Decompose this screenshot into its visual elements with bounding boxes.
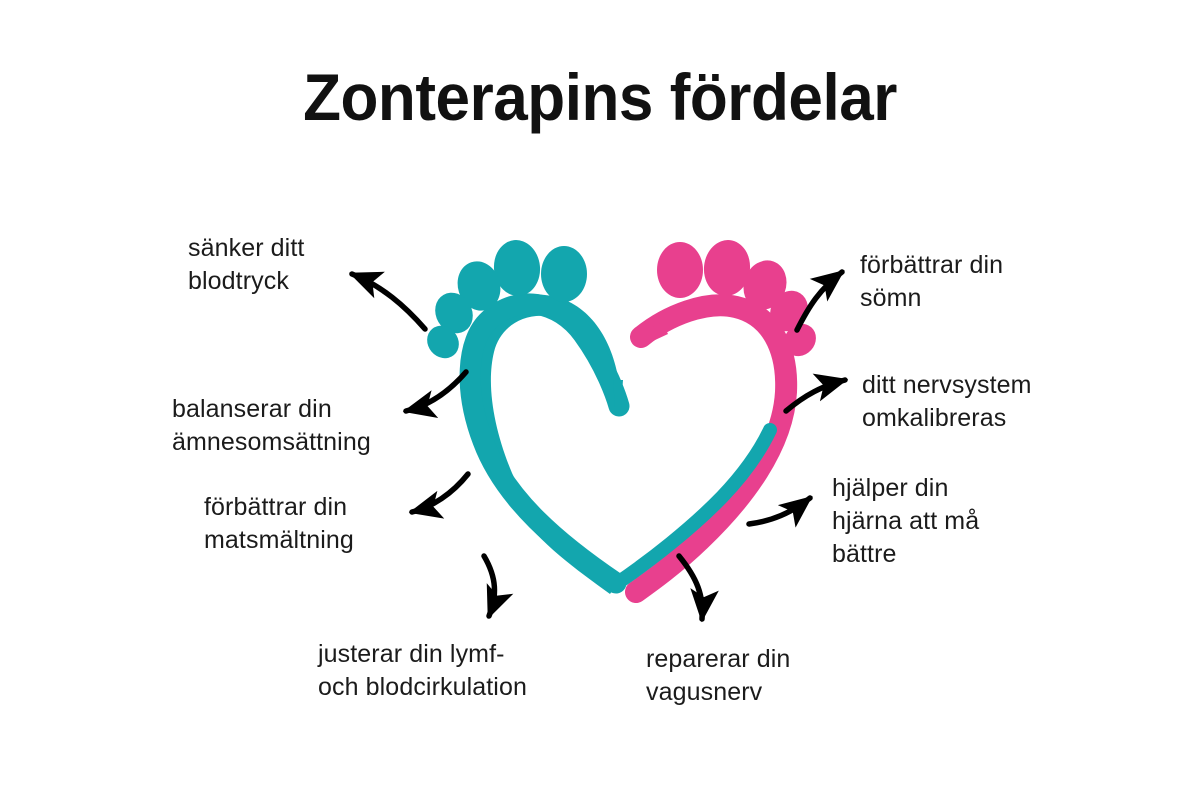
benefit-label-amnesomsattning: balanserar din ämnesomsättning: [172, 395, 371, 456]
right-toe-5: [784, 323, 816, 357]
left-foot-tip: [613, 380, 623, 407]
right-toe-1: [657, 242, 703, 298]
arrow-hjarna: [746, 495, 813, 528]
page-title: Zonterapins fördelar: [303, 60, 897, 134]
right-toe-4: [770, 290, 808, 332]
benefit-label-vagusnerv: reparerar din vagusnerv: [646, 645, 791, 706]
left-toe-3: [457, 261, 501, 311]
right-toe-2: [703, 240, 751, 296]
arrow-amnesomsattning: [402, 369, 469, 419]
benefit-label-nervsystem: ditt nervsystem omkalibreras: [862, 371, 1032, 432]
arrow-matsmaltning: [408, 471, 471, 519]
right-foot-pink: [625, 240, 816, 603]
benefit-label-matsmaltning: förbättrar din matsmältning: [204, 493, 354, 554]
right-foot-outline: [625, 294, 798, 603]
arrow-lymf: [481, 553, 514, 620]
benefit-label-lymf: justerar din lymf- och blodcirkulation: [318, 640, 527, 701]
arrow-blodtryck: [348, 271, 428, 332]
benefit-label-hjarna: hjälper din hjärna att må bättre: [832, 474, 980, 568]
left-foot-teal: [427, 240, 630, 594]
left-toe-4: [435, 292, 473, 334]
left-foot-arch: [468, 294, 621, 594]
left-toe-1: [541, 246, 587, 302]
left-foot-outline: [459, 293, 630, 594]
arrow-nervsystem: [783, 373, 849, 414]
right-toe-3: [743, 260, 787, 310]
arrow-somn: [794, 269, 845, 333]
arrows: [348, 269, 849, 623]
left-toe-2: [493, 240, 541, 296]
arrow-vagusnerv: [676, 553, 719, 623]
benefit-label-somn: förbättrar din sömn: [860, 251, 1004, 312]
left-toe-5: [427, 325, 459, 359]
benefit-label-blodtryck: sänker ditt blodtryck: [188, 234, 305, 295]
right-foot-tip: [633, 322, 668, 347]
left-foot-overlap: [609, 423, 777, 591]
